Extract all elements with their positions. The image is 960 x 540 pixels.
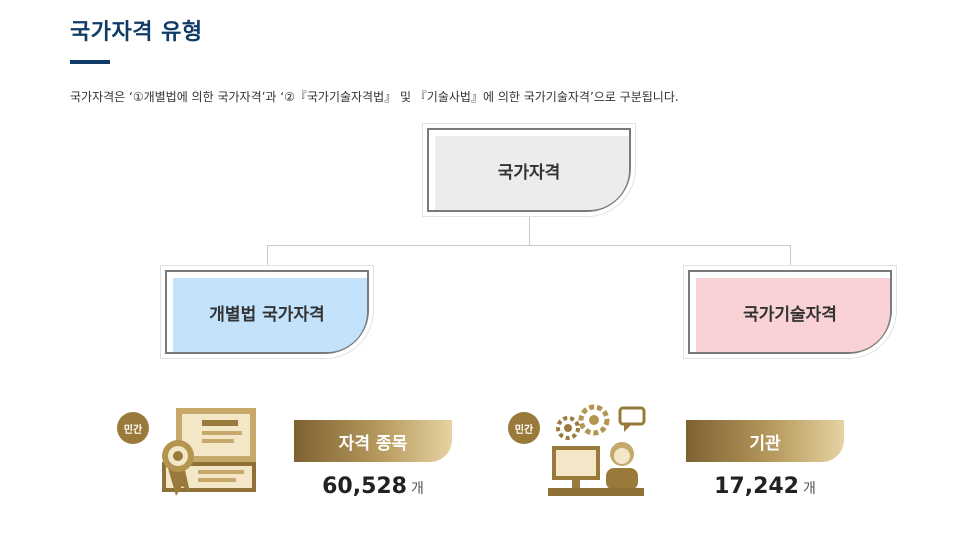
- right-node-fill: [696, 278, 890, 352]
- stat-label-qualifications: 자격 종목: [294, 420, 452, 462]
- office-worker-icon: [548, 402, 648, 506]
- page-title: 국가자격 유형: [70, 20, 203, 45]
- stat-unit-qualifications: 개: [411, 481, 424, 497]
- connector-root-stem: [529, 212, 530, 246]
- root-node-fill: [435, 136, 629, 210]
- left-node-fill: [173, 278, 367, 352]
- page-description: 국가자격은 ‘①개별법에 의한 국가자격’과 ‘②『국가기술자격법』 및 『기술…: [70, 90, 679, 104]
- right-node-label: 국가기술자격: [743, 304, 837, 325]
- diagram-child-node-individual-law: 개별법 국가자격: [165, 270, 369, 354]
- private-badge-qualifications: 민간: [117, 412, 149, 444]
- connector-horizontal: [267, 245, 791, 246]
- root-node-label: 국가자격: [497, 162, 561, 183]
- certificate-icon: [158, 404, 258, 506]
- connector-left-stem: [267, 245, 268, 271]
- connector-right-stem: [790, 245, 791, 271]
- private-badge-institutions: 민간: [508, 412, 540, 444]
- left-node-label: 개별법 국가자격: [209, 304, 325, 325]
- diagram-root-node: 국가자격: [427, 128, 631, 212]
- diagram-child-node-technical: 국가기술자격: [688, 270, 892, 354]
- stat-label-institutions: 기관: [686, 420, 844, 462]
- stat-unit-institutions: 개: [803, 481, 816, 497]
- title-underline: [70, 60, 110, 64]
- stat-number-qualifications: 60,528: [322, 474, 407, 499]
- stat-number-institutions: 17,242: [714, 474, 799, 499]
